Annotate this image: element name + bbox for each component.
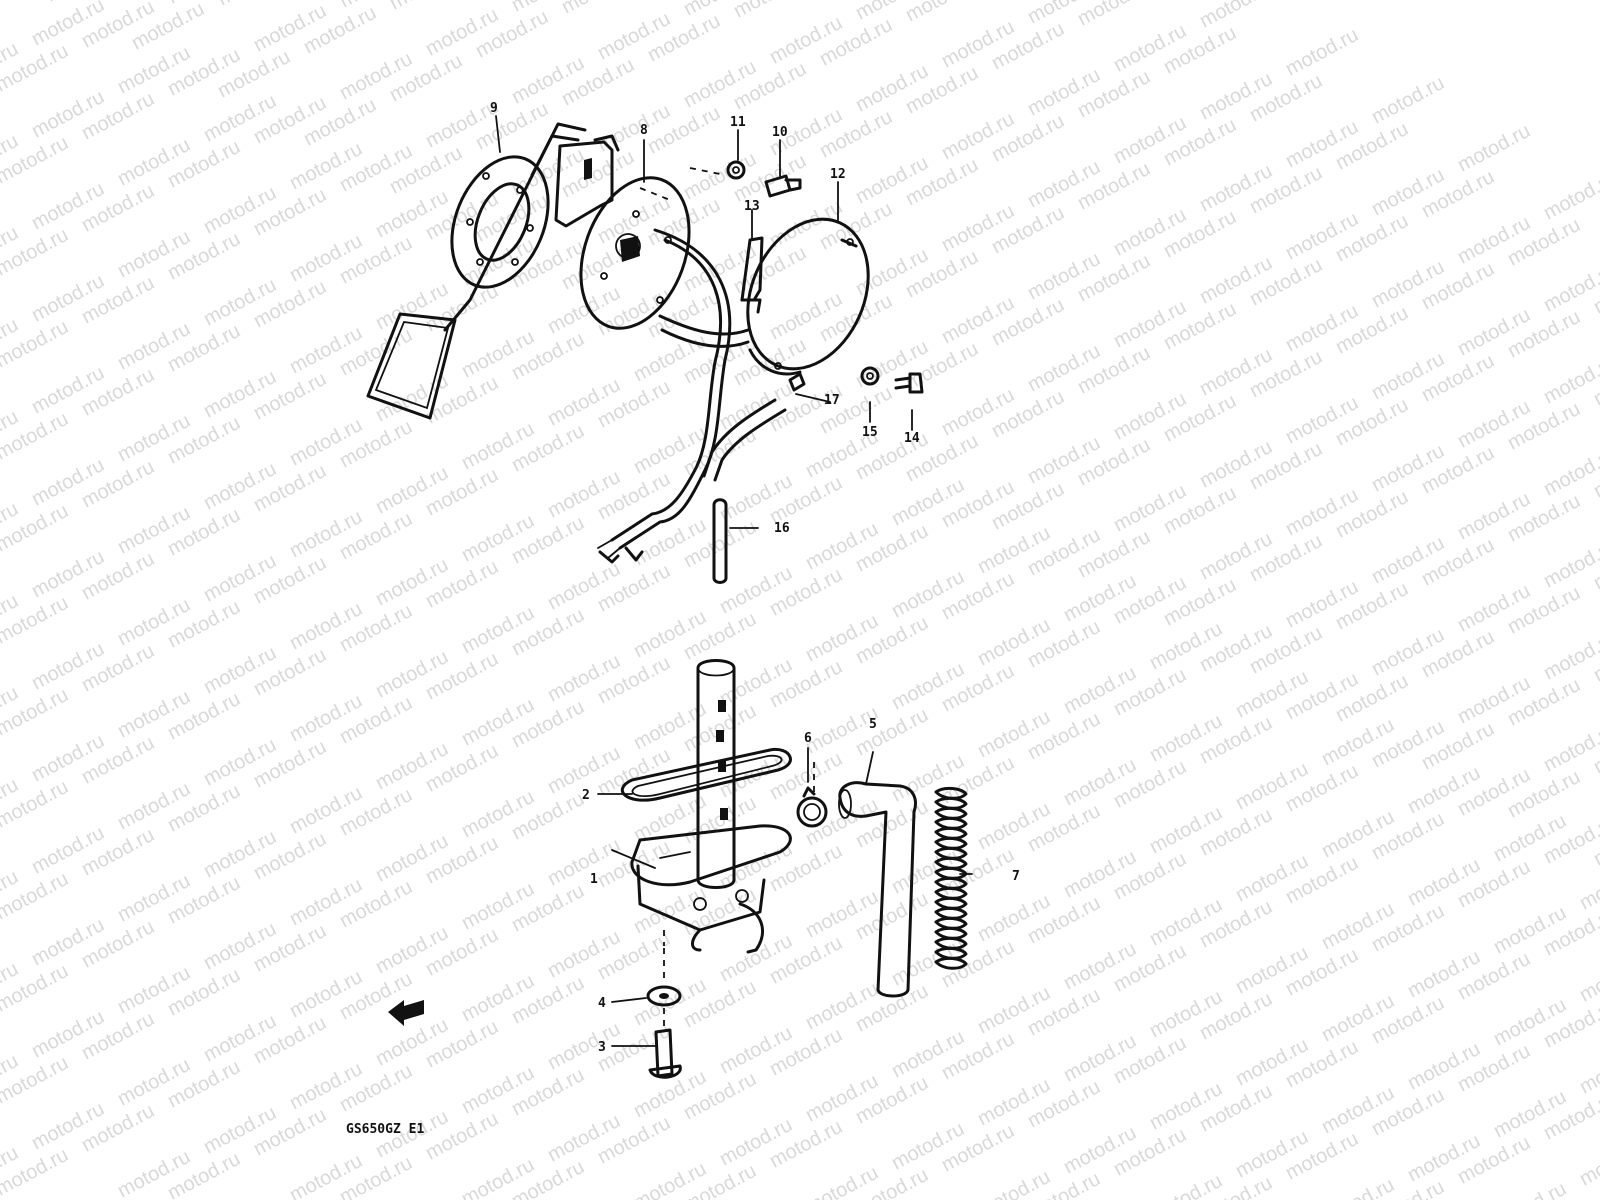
callout-7: 7 bbox=[1012, 869, 1020, 884]
callout-leaders bbox=[495, 115, 973, 1047]
spring-coil bbox=[934, 786, 968, 800]
spring-coil bbox=[934, 886, 968, 900]
hose-clamp-upper bbox=[788, 372, 806, 392]
watermark-text: motod.ru bbox=[1146, 1170, 1226, 1200]
spring-coil bbox=[934, 816, 968, 830]
float bbox=[366, 312, 457, 420]
watermark-text: motod.ru bbox=[1576, 1042, 1600, 1098]
flange-nut bbox=[726, 160, 746, 180]
watermark-text: motod.ru bbox=[1282, 24, 1362, 80]
watermark-text: motod.ru bbox=[1454, 120, 1534, 176]
spring-coil bbox=[934, 916, 968, 930]
breather-hose-upper bbox=[658, 314, 787, 482]
valve-screw bbox=[648, 1028, 682, 1079]
callout-11: 11 bbox=[730, 115, 746, 130]
callout-10: 10 bbox=[772, 125, 788, 140]
watermark-text: motod.ru bbox=[1490, 1178, 1570, 1200]
callout-16: 16 bbox=[774, 521, 790, 536]
flange-bolt bbox=[764, 174, 802, 198]
watermark-text: motod.ru bbox=[386, 0, 466, 14]
callout-6: 6 bbox=[804, 731, 812, 746]
sender-cover bbox=[746, 217, 870, 376]
spring-coil bbox=[934, 946, 968, 960]
watermark-text: motod.ru bbox=[1074, 0, 1154, 30]
spring-coil bbox=[934, 906, 968, 920]
callout-12: 12 bbox=[830, 167, 846, 182]
callout-2: 2 bbox=[582, 788, 590, 803]
spring-coil bbox=[934, 896, 968, 910]
cover-washer bbox=[860, 366, 880, 386]
callout-9: 9 bbox=[490, 101, 498, 116]
watermark-text: motod.ru bbox=[1318, 1174, 1398, 1200]
drawing-code: GS650GZ E1 bbox=[346, 1122, 424, 1137]
fuel-hose bbox=[838, 781, 917, 998]
watermark-text: motod.ru bbox=[558, 0, 638, 18]
spring-coil bbox=[934, 806, 968, 820]
callout-1: 1 bbox=[590, 872, 598, 887]
valve-washer bbox=[646, 985, 682, 1007]
fuel-level-sender-assembly bbox=[366, 122, 924, 584]
watermark-text: motod.ru bbox=[1576, 950, 1600, 1006]
sender-gasket bbox=[450, 155, 550, 289]
hose-spring bbox=[934, 786, 968, 970]
watermark-text: motod.ru bbox=[730, 0, 810, 22]
cover-screw bbox=[894, 372, 924, 394]
watermark-text: motod.ru bbox=[1368, 72, 1448, 128]
spring-coil bbox=[934, 826, 968, 840]
callout-15: 15 bbox=[862, 425, 878, 440]
callout-13: 13 bbox=[744, 199, 760, 214]
spring-coil bbox=[934, 856, 968, 870]
spring-coil bbox=[934, 846, 968, 860]
sender-flange-plate bbox=[579, 176, 691, 330]
callout-labels: 1 2 3 4 5 6 7 8 9 10 11 12 13 14 15 16 1… bbox=[490, 101, 1020, 1055]
fuel-valve-body bbox=[630, 659, 792, 954]
sender-wire-harness bbox=[597, 228, 732, 564]
spring-coil bbox=[934, 956, 968, 970]
spring-coil bbox=[934, 796, 968, 810]
spring-coil bbox=[934, 926, 968, 940]
valve-gasket bbox=[620, 747, 792, 802]
watermark-text: motod.ru bbox=[214, 0, 294, 10]
callout-3: 3 bbox=[598, 1040, 606, 1055]
callout-14: 14 bbox=[904, 431, 920, 446]
hose-clip bbox=[796, 786, 828, 828]
fuel-cock-assembly bbox=[620, 659, 968, 1079]
spring-coil bbox=[934, 936, 968, 950]
watermark-text: motod.ru bbox=[1576, 858, 1600, 914]
watermark-text: motod.ru bbox=[1576, 1134, 1600, 1190]
callout-8: 8 bbox=[640, 123, 648, 138]
drain-hose bbox=[712, 498, 728, 584]
float-arm bbox=[443, 122, 587, 332]
callout-17: 17 bbox=[824, 393, 840, 408]
spring-coil bbox=[934, 876, 968, 890]
watermark-text: motod.ru bbox=[1196, 0, 1276, 32]
spring-coil bbox=[934, 836, 968, 850]
front-direction-arrow-icon bbox=[388, 1000, 424, 1026]
watermark-text: motod.ru bbox=[902, 0, 982, 26]
callout-4: 4 bbox=[598, 996, 606, 1011]
callout-5: 5 bbox=[869, 717, 877, 732]
